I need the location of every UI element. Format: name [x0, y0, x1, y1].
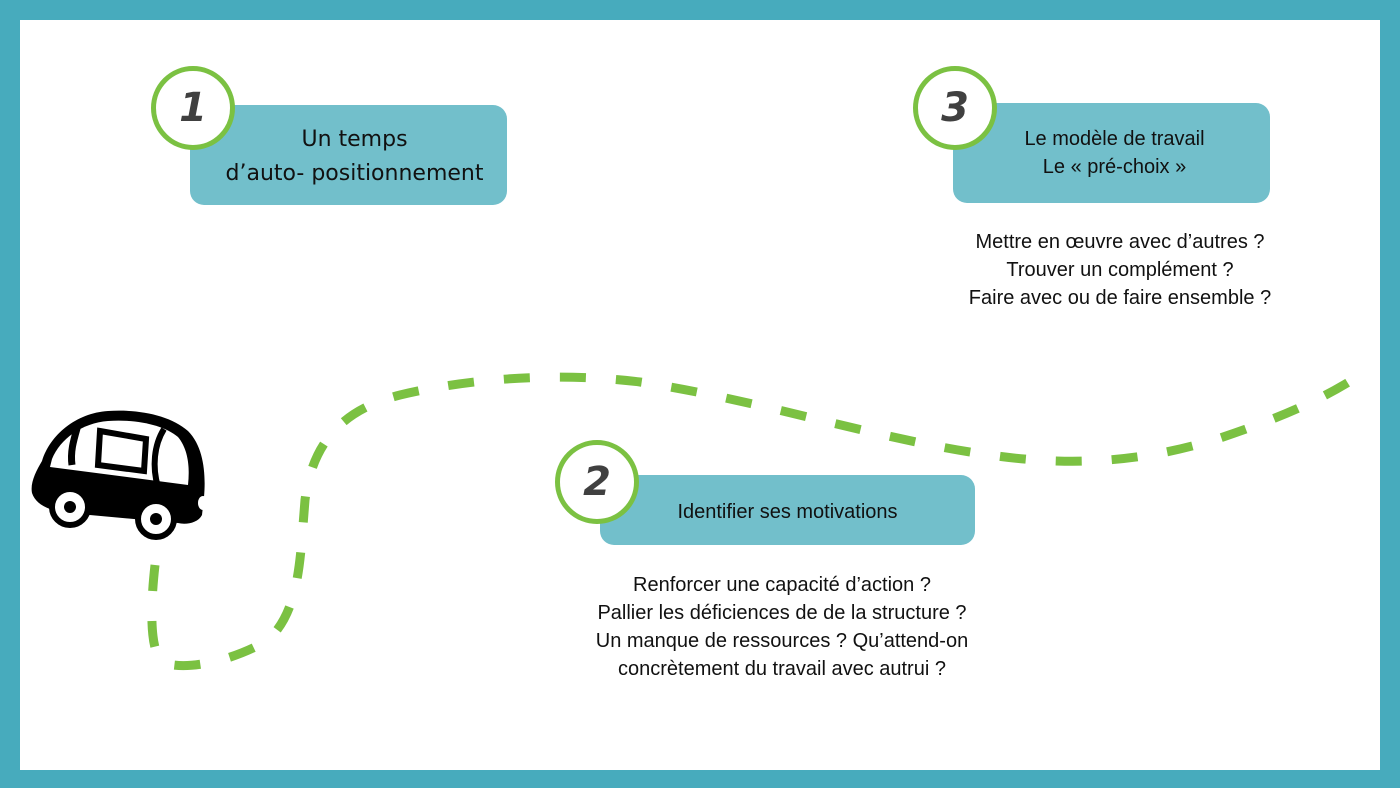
step-3-number-badge: 3 — [913, 66, 997, 150]
step-3-title-line-2: Le « pré-choix » — [1042, 156, 1187, 178]
step-1-box: Un temps d’auto- positionnement — [190, 105, 507, 205]
step-3-question: Trouver un complément ? — [1006, 259, 1234, 281]
step-1-number: 1 — [179, 85, 207, 131]
step-2-question: Pallier les déficiences de de la structu… — [597, 602, 967, 624]
step-2-number-badge: 2 — [555, 440, 639, 524]
route-line — [147, 372, 1355, 671]
step-3-question: Faire avec ou de faire ensemble ? — [968, 287, 1272, 309]
step-2-question: Un manque de ressources ? Qu’attend-on — [595, 630, 969, 652]
step-3-question: Mettre en œuvre avec d’autres ? — [975, 231, 1265, 253]
step-3-box: Le modèle de travail Le « pré-choix » — [953, 103, 1270, 203]
step-2-question: concrètement du travail avec autrui ? — [618, 658, 946, 680]
van-icon — [31, 410, 208, 540]
step-3-title-line-1: Le modèle de travail — [1024, 128, 1205, 150]
step-2-question: Renforcer une capacité d’action ? — [633, 574, 931, 596]
step-3-number: 3 — [941, 85, 969, 131]
step-1-title-line-2: d’auto- positionnement — [225, 161, 484, 186]
step-1-number-badge: 1 — [151, 66, 235, 150]
step-1-title-line-1: Un temps — [301, 127, 408, 152]
step-2-box: Identifier ses motivations — [600, 475, 975, 545]
step-2-title-line-1: Identifier ses motivations — [677, 500, 898, 523]
step-2-questions: Renforcer une capacité d’action ? Pallie… — [532, 571, 1032, 683]
step-3-questions: Mettre en œuvre avec d’autres ? Trouver … — [920, 228, 1320, 312]
step-2-number: 2 — [583, 459, 611, 505]
